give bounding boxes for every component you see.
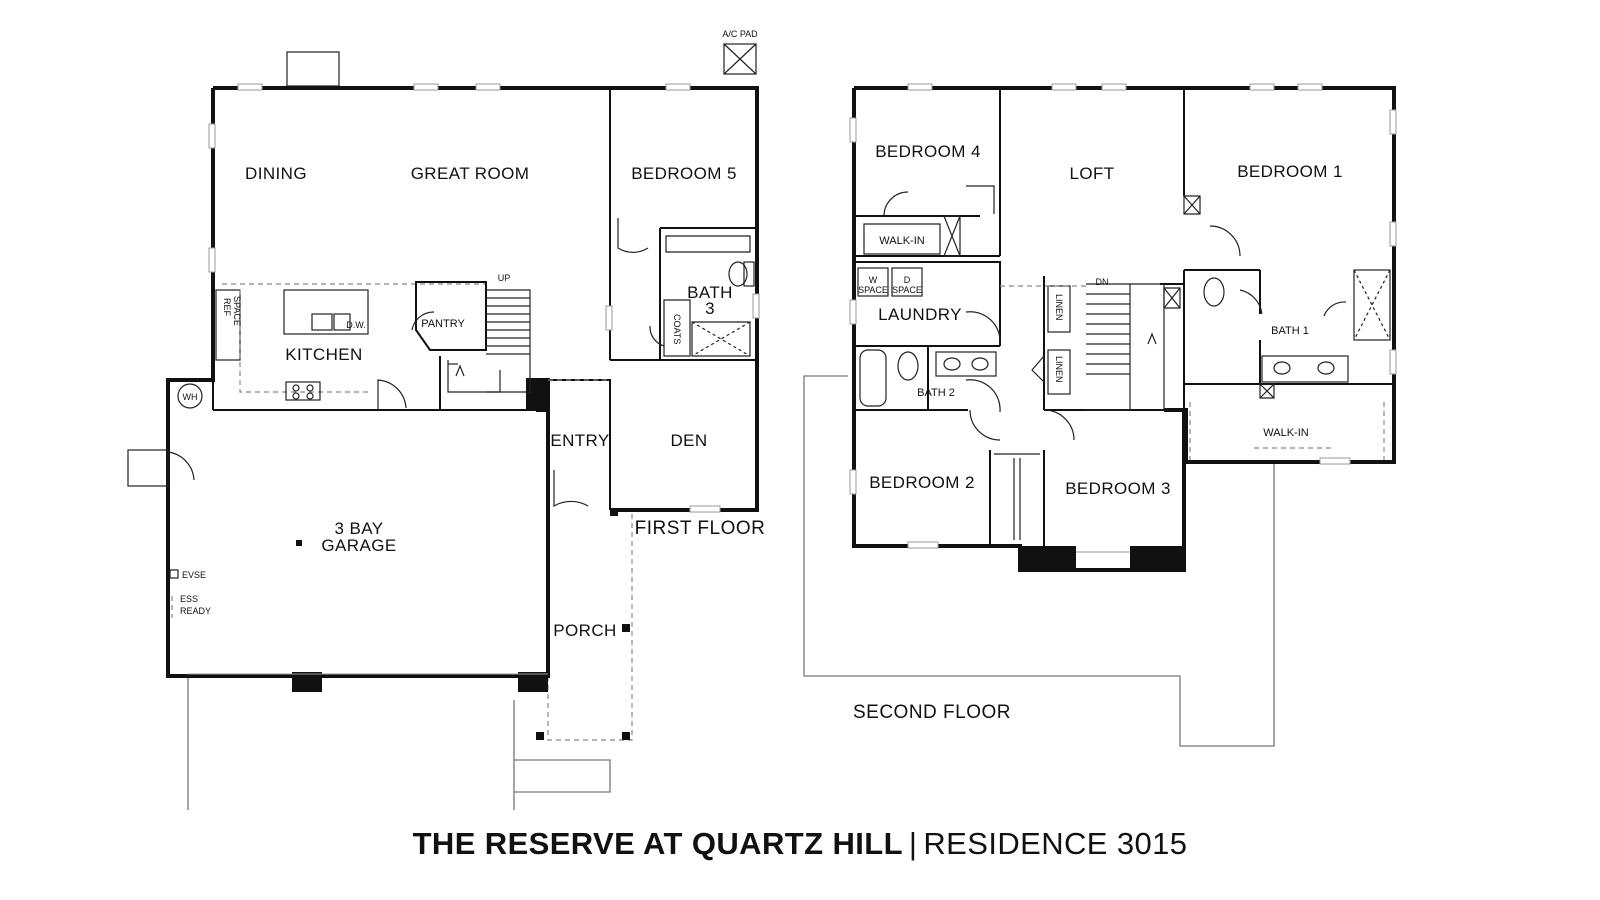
label-laundry: LAUNDRY [878, 305, 962, 324]
label-linen-2: LINEN [1054, 356, 1064, 383]
label-up: UP [498, 273, 511, 283]
label-bedroom-3: BEDROOM 3 [1065, 479, 1171, 498]
label-great-room: GREAT ROOM [411, 164, 530, 183]
label-bath-1: BATH 1 [1271, 325, 1309, 337]
label-bedroom-5: BEDROOM 5 [631, 164, 737, 183]
label-ess-ready: READY [180, 606, 211, 616]
title-separator: | [908, 826, 918, 861]
label-coats: COATS [672, 314, 682, 344]
label-water-heater: WH [183, 392, 198, 402]
label-den: DEN [670, 431, 707, 450]
label-pantry: PANTRY [421, 318, 465, 330]
label-garage-2: GARAGE [321, 536, 396, 555]
label-bath-3-number: 3 [705, 299, 715, 318]
label-w: W [869, 275, 878, 285]
label-bedroom-2: BEDROOM 2 [869, 473, 975, 492]
label-bedroom-4: BEDROOM 4 [875, 142, 981, 161]
label-first-floor: FIRST FLOOR [635, 518, 766, 539]
label-bath-2: BATH 2 [917, 387, 955, 399]
second-floor-plan: BEDROOM 4 WALK-IN LOFT BEDROOM 1 W SPACE… [803, 83, 1397, 747]
label-walkin-bedroom-4: WALK-IN [879, 235, 924, 247]
label-kitchen: KITCHEN [285, 345, 362, 364]
label-d: D [904, 275, 911, 285]
label-dn: DN [1096, 277, 1109, 287]
label-porch: PORCH [553, 621, 616, 640]
label-dw: D.W. [346, 320, 366, 330]
label-walkin-bedroom-1: WALK-IN [1263, 427, 1308, 439]
label-bath-3: BATH [687, 283, 733, 302]
label-w-space: SPACE [858, 285, 888, 295]
label-ref-space: SPACE [232, 296, 242, 326]
label-ess: ESS [180, 594, 198, 604]
label-entry: ENTRY [550, 431, 609, 450]
label-second-floor: SECOND FLOOR [853, 702, 1011, 723]
label-ac-pad: A/C PAD [722, 29, 758, 39]
label-evse: EVSE [182, 570, 206, 580]
label-d-space: SPACE [892, 285, 922, 295]
first-floor-plan: A/C PAD [127, 29, 766, 810]
community-name: THE RESERVE AT QUARTZ HILL [412, 826, 903, 861]
fireplace-box [286, 51, 340, 87]
label-bedroom-1: BEDROOM 1 [1237, 162, 1343, 181]
ac-pad-box [723, 43, 757, 75]
label-ref: REF [222, 298, 232, 317]
label-garage-1: 3 BAY [335, 519, 384, 538]
plan-title: THE RESERVE AT QUARTZ HILL|RESIDENCE 301… [0, 826, 1600, 862]
label-linen-1: LINEN [1054, 294, 1064, 321]
label-dining: DINING [245, 164, 307, 183]
residence-name: RESIDENCE 3015 [923, 826, 1188, 861]
label-loft: LOFT [1069, 164, 1114, 183]
